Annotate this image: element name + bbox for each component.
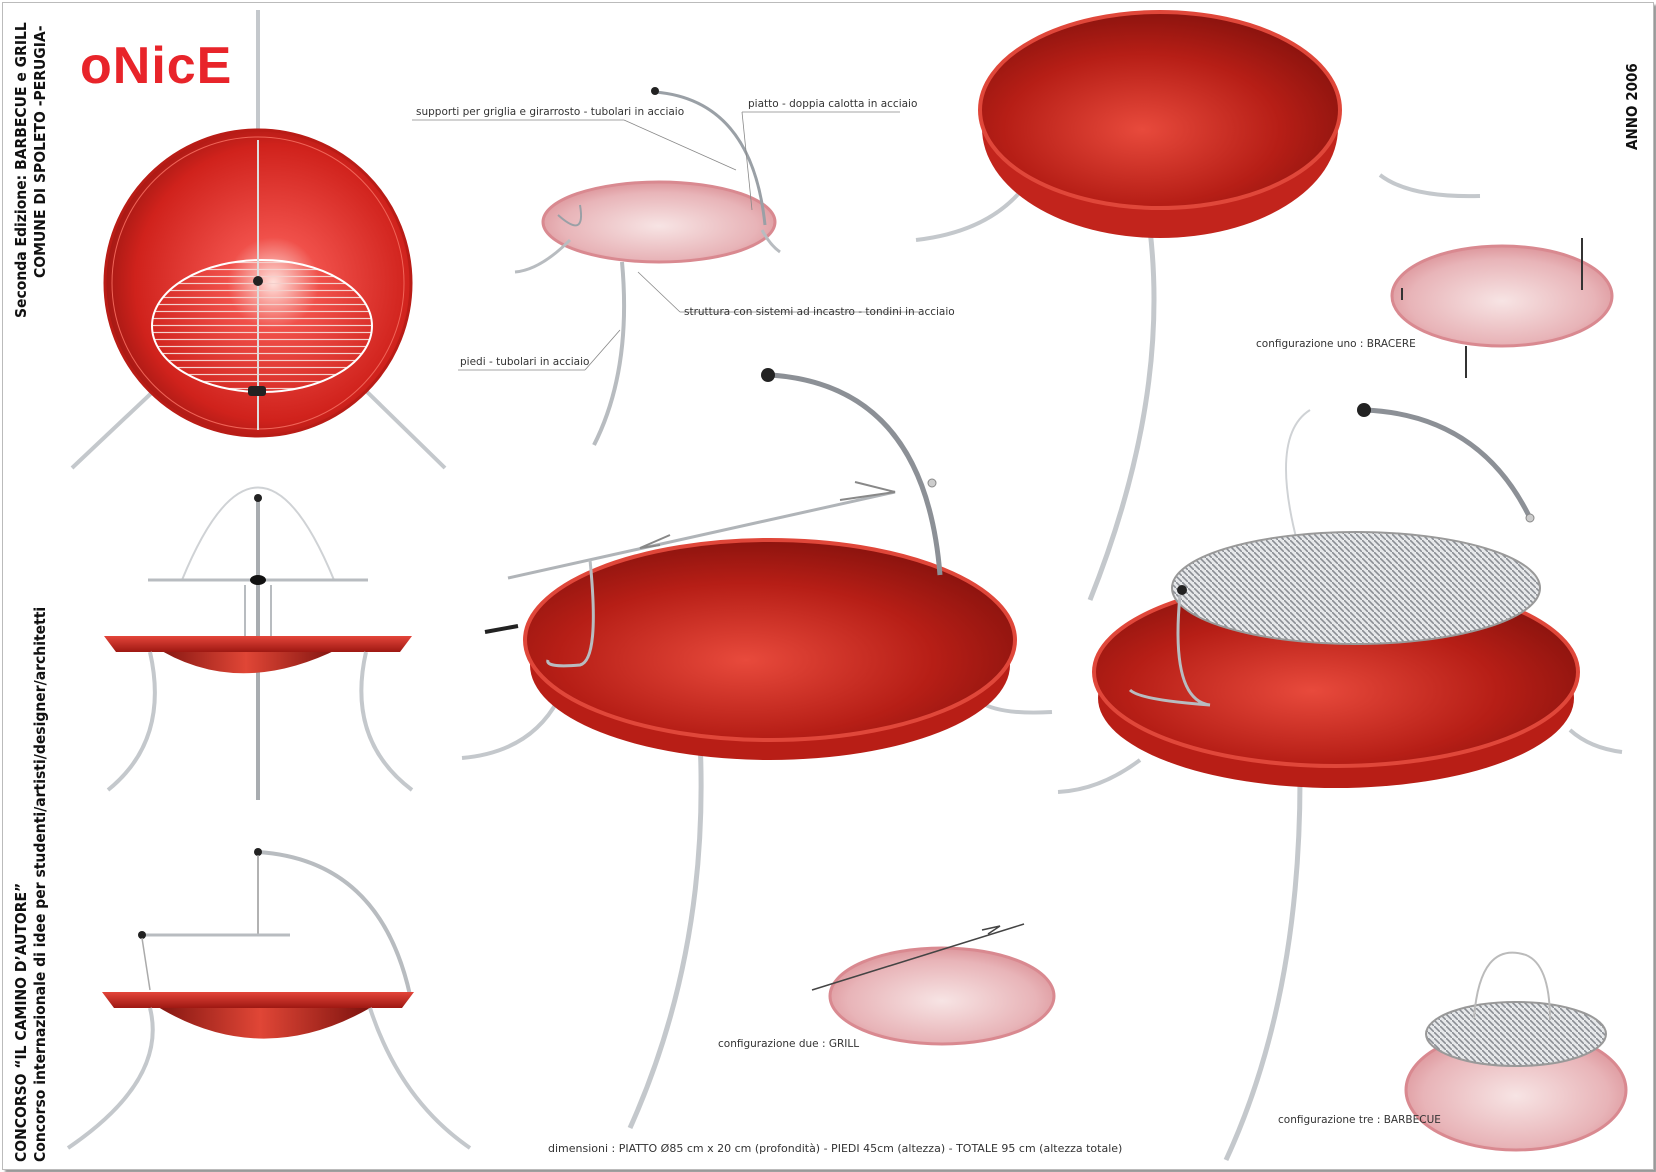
bracere-perspective-rendering	[915, 10, 1481, 601]
config-three-rendering	[1404, 951, 1628, 1152]
side-view-rendering	[66, 848, 472, 1150]
label-supports: supporti per griglia e girarrosto - tubo…	[416, 106, 685, 118]
year-label: ANNO 2006	[1623, 63, 1641, 150]
brand-logo: oNicE	[80, 37, 233, 95]
grill-perspective-rendering	[461, 368, 1053, 1130]
edition-title-line2: COMUNE DI SPOLETO -PERUGIA-	[31, 25, 49, 278]
contest-title-line2: Concorso internazionale di idee per stud…	[31, 606, 49, 1162]
barbecue-perspective-rendering	[1057, 403, 1623, 1162]
label-feet: piedi - tubolari in acciaio	[460, 356, 590, 368]
config-one-label: configurazione uno : BRACERE	[1256, 338, 1416, 350]
contest-title: CONCORSO “IL CAMINO D’AUTORE” Concorso i…	[12, 607, 50, 1162]
front-view-rendering	[104, 486, 414, 800]
edition-title-line1: Seconda Edizione: BARBECUE e GRILL	[12, 22, 30, 318]
component-diagram	[412, 87, 920, 446]
dimensions-note: dimensioni : PIATTO Ø85 cm x 20 cm (prof…	[548, 1142, 1123, 1155]
config-three-label: configurazione tre : BARBECUE	[1278, 1114, 1441, 1126]
edition-title: Seconda Edizione: BARBECUE e GRILL COMUN…	[12, 22, 50, 318]
contest-title-line1: CONCORSO “IL CAMINO D’AUTORE”	[12, 882, 30, 1162]
config-two-rendering	[811, 923, 1056, 1046]
label-structure: struttura con sistemi ad incastro - tond…	[684, 306, 955, 318]
label-plate: piatto - doppia calotta in acciaio	[748, 98, 918, 110]
config-one-rendering	[1390, 238, 1614, 378]
top-view-rendering	[70, 10, 447, 470]
config-two-label: configurazione due : GRILL	[718, 1038, 860, 1050]
